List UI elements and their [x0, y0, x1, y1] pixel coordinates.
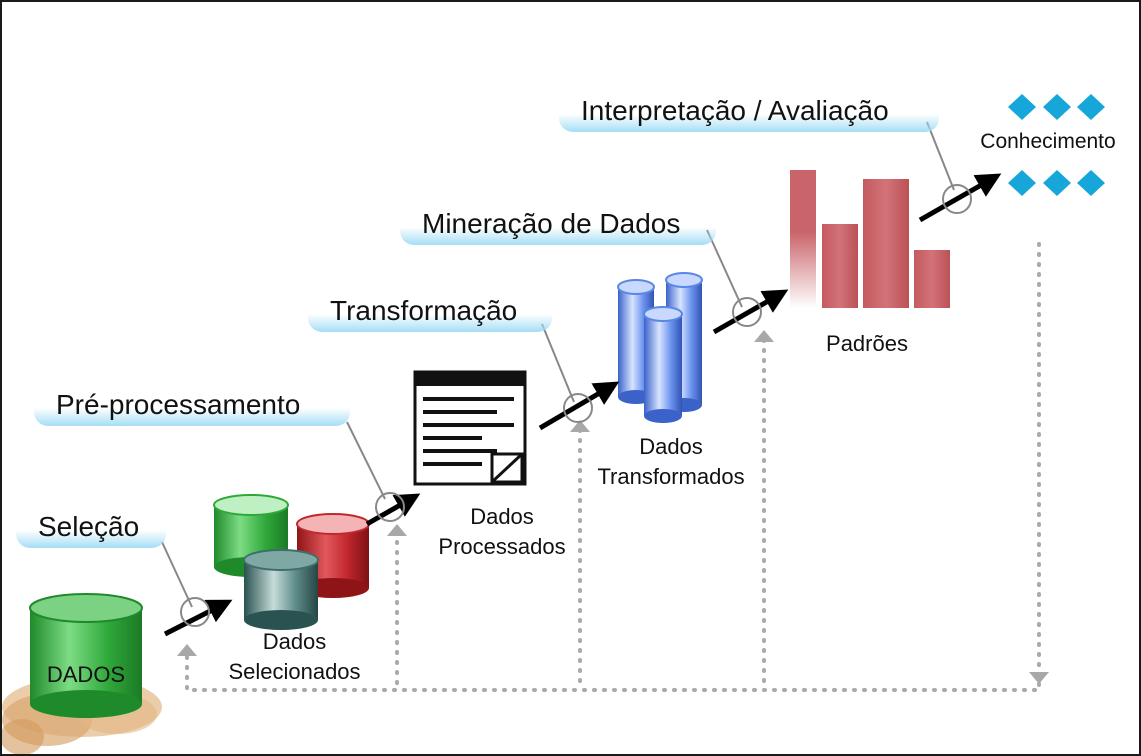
dados-cylinder-icon: [29, 593, 143, 718]
step-label-selecao: Seleção: [16, 508, 166, 548]
bar-chart-icon: [790, 170, 950, 308]
teal-cylinder-icon: [243, 549, 319, 630]
blue-cylinders-icon: [617, 272, 703, 423]
process-arrows: [163, 173, 1002, 637]
node-label-processados: Dados Processados: [438, 504, 566, 559]
step-label-interpretacao: Interpretação / Avaliação: [559, 92, 939, 132]
node-label-dados: DADOS: [46, 662, 126, 687]
node-label-transformados: Dados Transformados: [597, 434, 745, 489]
diamond-pattern-icon: [1008, 94, 1105, 196]
document-icon: [413, 370, 527, 486]
step-label-mineracao: Mineração de Dados: [400, 205, 716, 245]
step-label-transformacao: Transformação: [308, 292, 552, 332]
node-label-padroes: Padrões: [826, 331, 908, 356]
step-circles: [180, 184, 972, 627]
leader-lines: [161, 121, 955, 608]
node-label-conhecimento: Conhecimento: [980, 130, 1116, 153]
feedback-loop: [185, 242, 1041, 692]
node-label-selecionados: Dados Selecionados: [228, 629, 361, 684]
feedback-arrowheads: [177, 330, 1049, 684]
step-label-preprocessamento: Pré-processamento: [34, 386, 350, 426]
